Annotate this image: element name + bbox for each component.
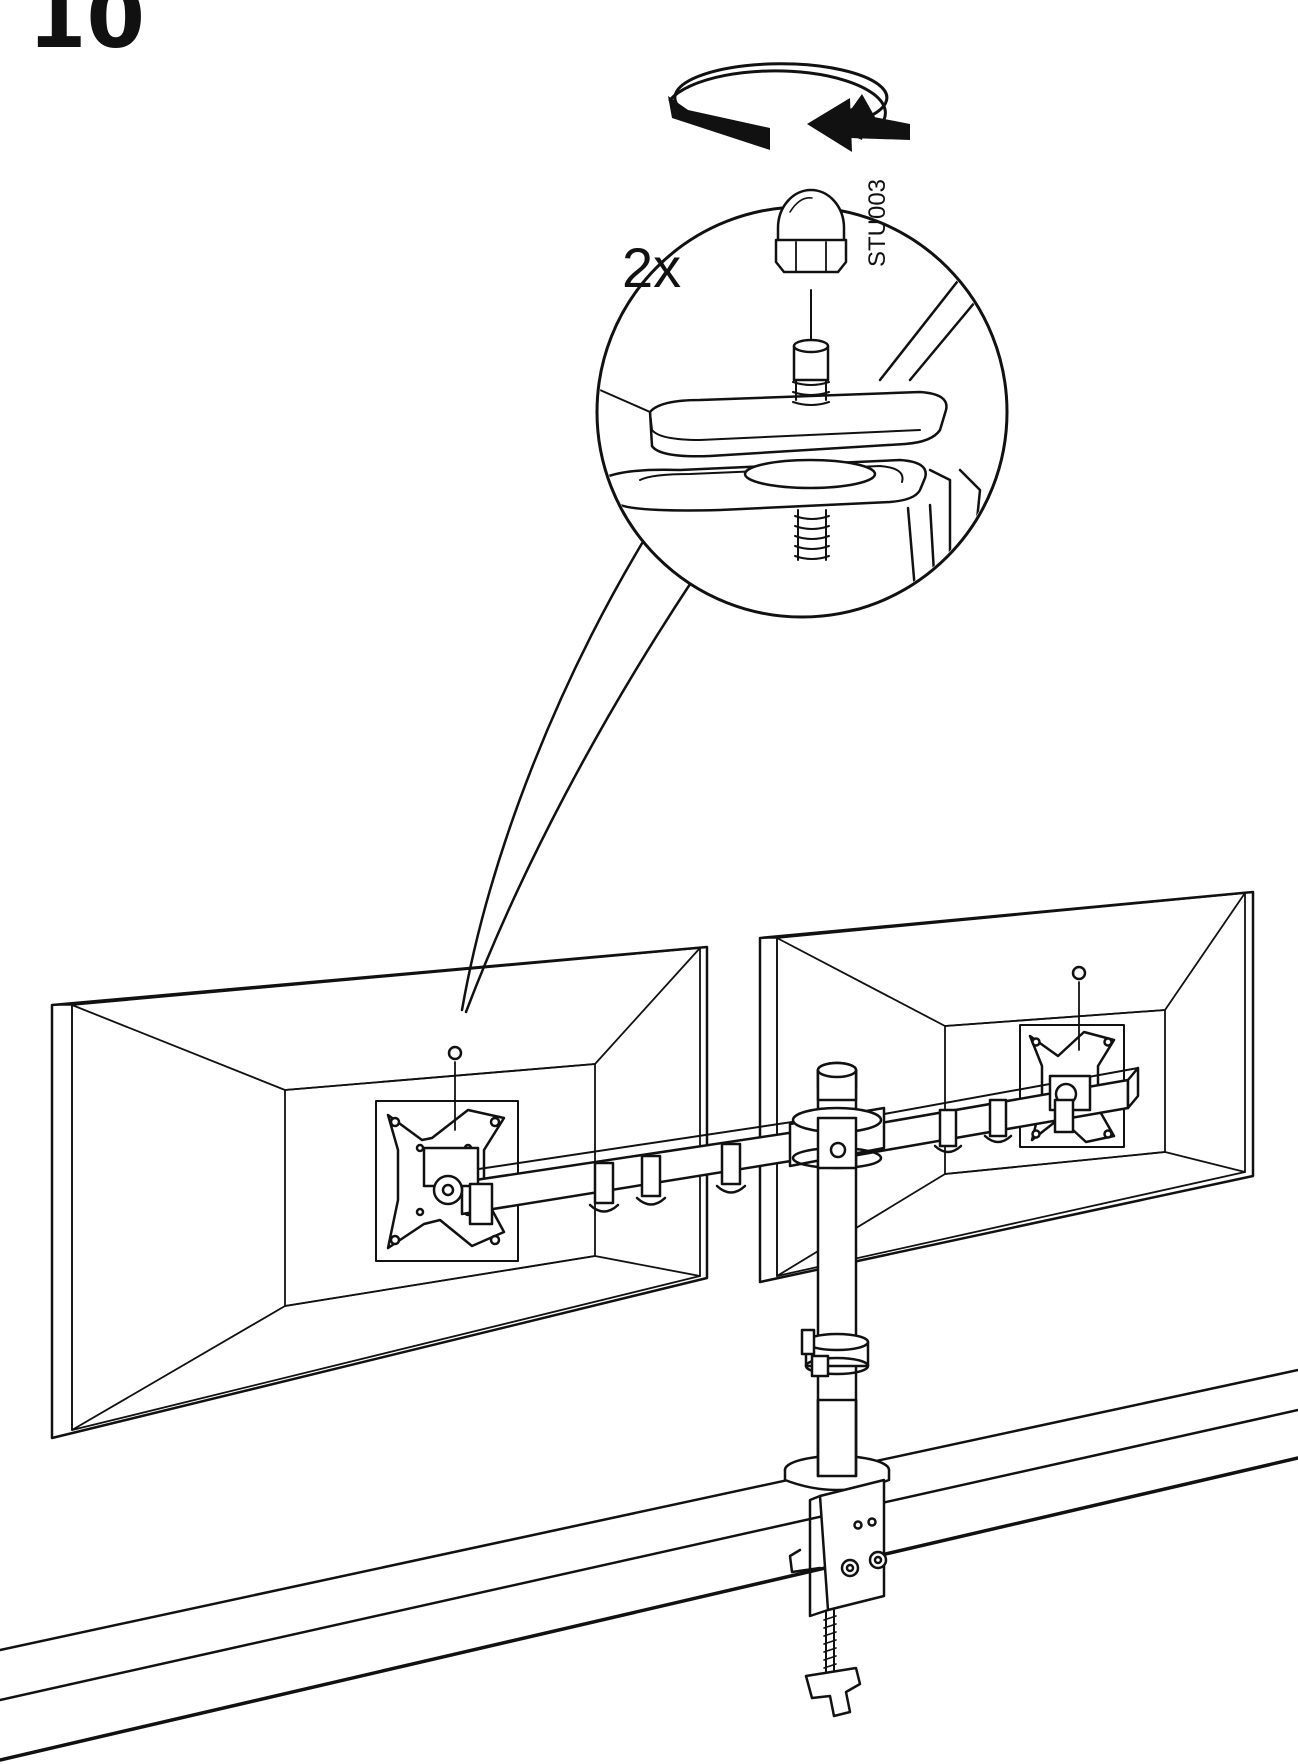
detail-circle — [597, 207, 1010, 617]
desk-clamp — [785, 1400, 889, 1716]
cap-nut-icon — [776, 190, 846, 272]
right-tilt-head — [1050, 1076, 1090, 1132]
right-cap-nut — [1073, 967, 1085, 1050]
rotate-clockwise-icon — [668, 64, 910, 152]
cable-clip — [637, 1156, 665, 1205]
right-monitor — [760, 892, 1253, 1282]
step-number: 10 — [28, 0, 145, 67]
mount-arm — [424, 1068, 1138, 1224]
quantity-label: 2x — [622, 236, 682, 299]
cable-clip — [935, 1110, 961, 1152]
upper-thread — [793, 380, 829, 405]
cable-clip — [590, 1163, 618, 1212]
desk — [0, 1370, 1298, 1760]
cable-clip — [717, 1144, 745, 1193]
center-pivot — [790, 1108, 884, 1168]
part-code-label: STU003 — [864, 178, 891, 268]
left-cap-nut — [449, 1047, 461, 1130]
height-collar — [802, 1330, 868, 1376]
lower-thread — [795, 510, 829, 560]
left-tilt-head — [424, 1148, 492, 1224]
cable-clip — [985, 1100, 1011, 1142]
callout-pointer — [462, 540, 694, 1012]
